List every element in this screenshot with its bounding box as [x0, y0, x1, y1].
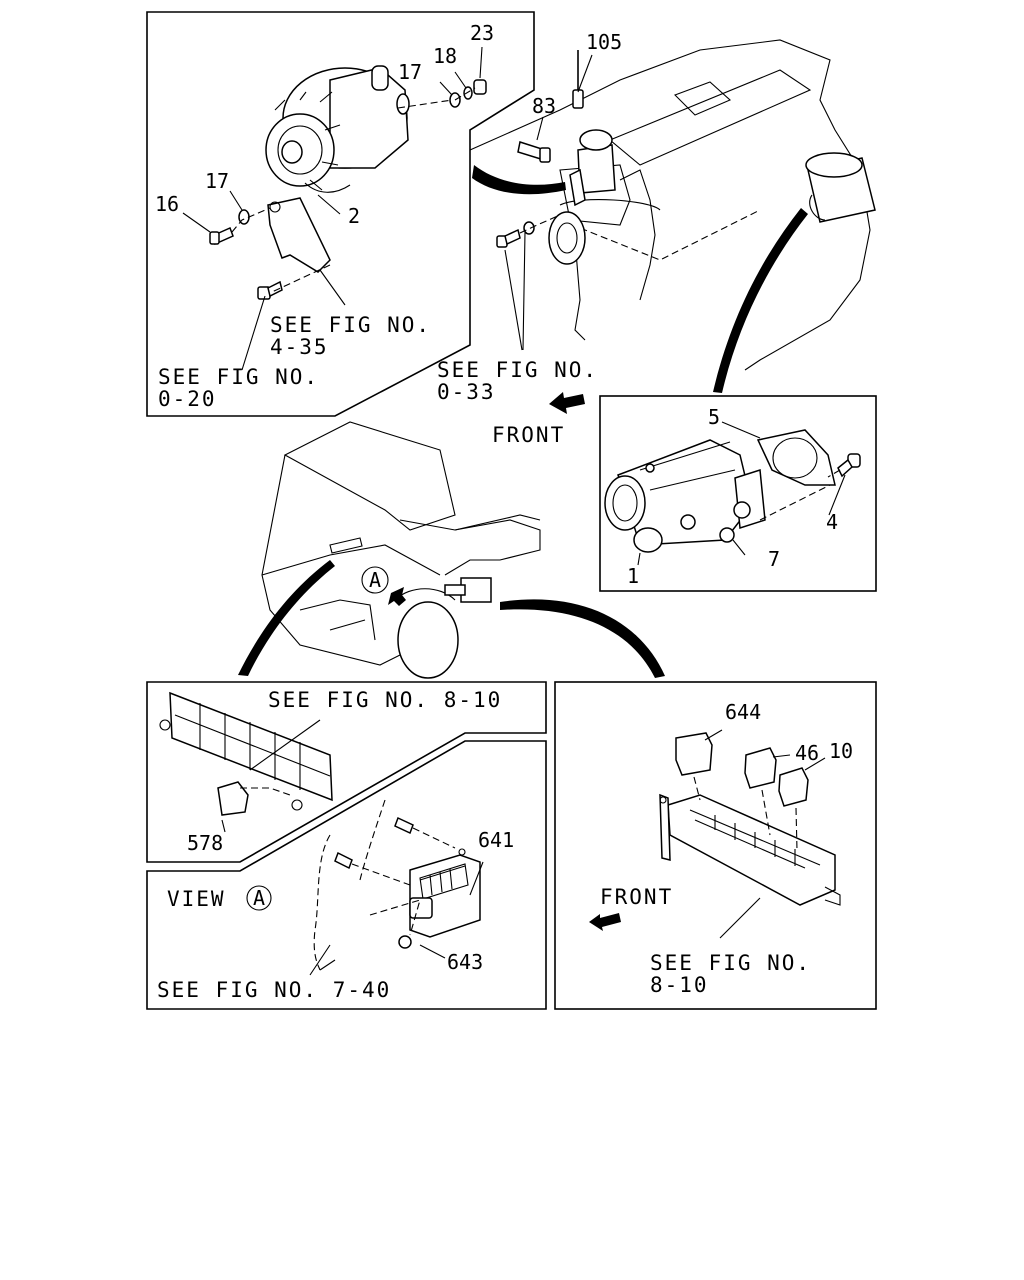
relay-10	[778, 767, 809, 807]
bolt-4	[837, 453, 861, 478]
starter-panel	[599, 395, 877, 592]
view-label: VIEW	[167, 887, 226, 911]
sensor-105	[572, 50, 593, 109]
water-outlet	[569, 129, 616, 207]
ref-0-33-line2: 0-33	[437, 380, 496, 404]
nut-7	[719, 527, 735, 543]
part-number-4: 4	[826, 510, 838, 534]
view-a-circle	[246, 885, 272, 911]
pointer-curve-left	[238, 560, 335, 676]
alternator	[265, 65, 410, 193]
ref-7-40: SEE FIG NO. 7-40	[157, 978, 391, 1002]
connector-block	[159, 691, 333, 811]
part-number-18: 18	[433, 44, 457, 68]
part-number-17-left: 17	[205, 169, 229, 193]
part-number-641: 641	[478, 828, 514, 852]
starter-motor	[604, 439, 766, 553]
ref-0-20-line1: SEE FIG NO.	[158, 365, 319, 389]
bolt-lower	[257, 280, 283, 300]
part-number-643: 643	[447, 950, 483, 974]
view-a-callout-letter: A	[369, 568, 381, 592]
part-number-5: 5	[708, 405, 720, 429]
gasket-5	[756, 429, 836, 486]
bolt-16	[209, 226, 234, 246]
nut-643	[398, 935, 412, 949]
ref-0-33-line1: SEE FIG NO.	[437, 358, 598, 382]
ref-8-10-right-line2: 8-10	[650, 973, 709, 997]
part-number-105: 105	[586, 30, 622, 54]
front-label-lower: FRONT	[600, 885, 673, 909]
pointer-curve-top	[472, 165, 566, 195]
pointer-curve-right	[500, 599, 665, 678]
pointer-curve-starter	[713, 208, 808, 393]
relay-46	[744, 747, 777, 789]
relay-box-panel	[554, 681, 877, 1010]
ref-8-10-right-line1: SEE FIG NO.	[650, 951, 811, 975]
view-a-callout-circle	[361, 566, 389, 594]
part-number-1: 1	[627, 564, 639, 588]
engine-block	[469, 39, 871, 371]
relay-panel-upper	[146, 681, 547, 863]
part-number-16: 16	[155, 192, 179, 216]
part-number-10: 10	[829, 739, 853, 763]
ref-4-35-line2: 4-35	[270, 335, 329, 359]
part-number-83: 83	[532, 94, 556, 118]
ref-0-20-line2: 0-20	[158, 387, 217, 411]
ref-8-10-top: SEE FIG NO. 8-10	[268, 688, 502, 712]
studs	[334, 816, 414, 870]
alternator-panel	[146, 11, 535, 417]
relay-578	[217, 781, 249, 816]
view-a-letter: A	[253, 886, 265, 910]
front-arrow-upper	[549, 392, 585, 414]
ref-4-35-line1: SEE FIG NO.	[270, 313, 431, 337]
part-number-23: 23	[470, 21, 494, 45]
washer-18	[463, 86, 473, 100]
nut-23	[473, 79, 487, 95]
view-a-arrow	[388, 587, 406, 606]
relay-641	[409, 848, 481, 938]
alternator-bracket	[267, 197, 331, 273]
part-number-578: 578	[187, 831, 223, 855]
part-number-2: 2	[348, 204, 360, 228]
part-number-46: 46	[795, 741, 819, 765]
view-a-panel	[146, 740, 547, 1010]
front-arrow-lower	[589, 913, 621, 931]
front-label-upper: FRONT	[492, 423, 565, 447]
starter-mount	[805, 152, 876, 223]
part-number-17-top: 17	[398, 60, 422, 84]
relay-644	[675, 732, 713, 776]
relay-box	[659, 793, 841, 906]
part-number-644: 644	[725, 700, 761, 724]
bolt-engine	[496, 214, 561, 351]
view-a-bracket	[313, 799, 386, 971]
sensor-83	[517, 116, 551, 163]
part-number-7: 7	[768, 547, 780, 571]
truck-cab	[261, 421, 541, 679]
